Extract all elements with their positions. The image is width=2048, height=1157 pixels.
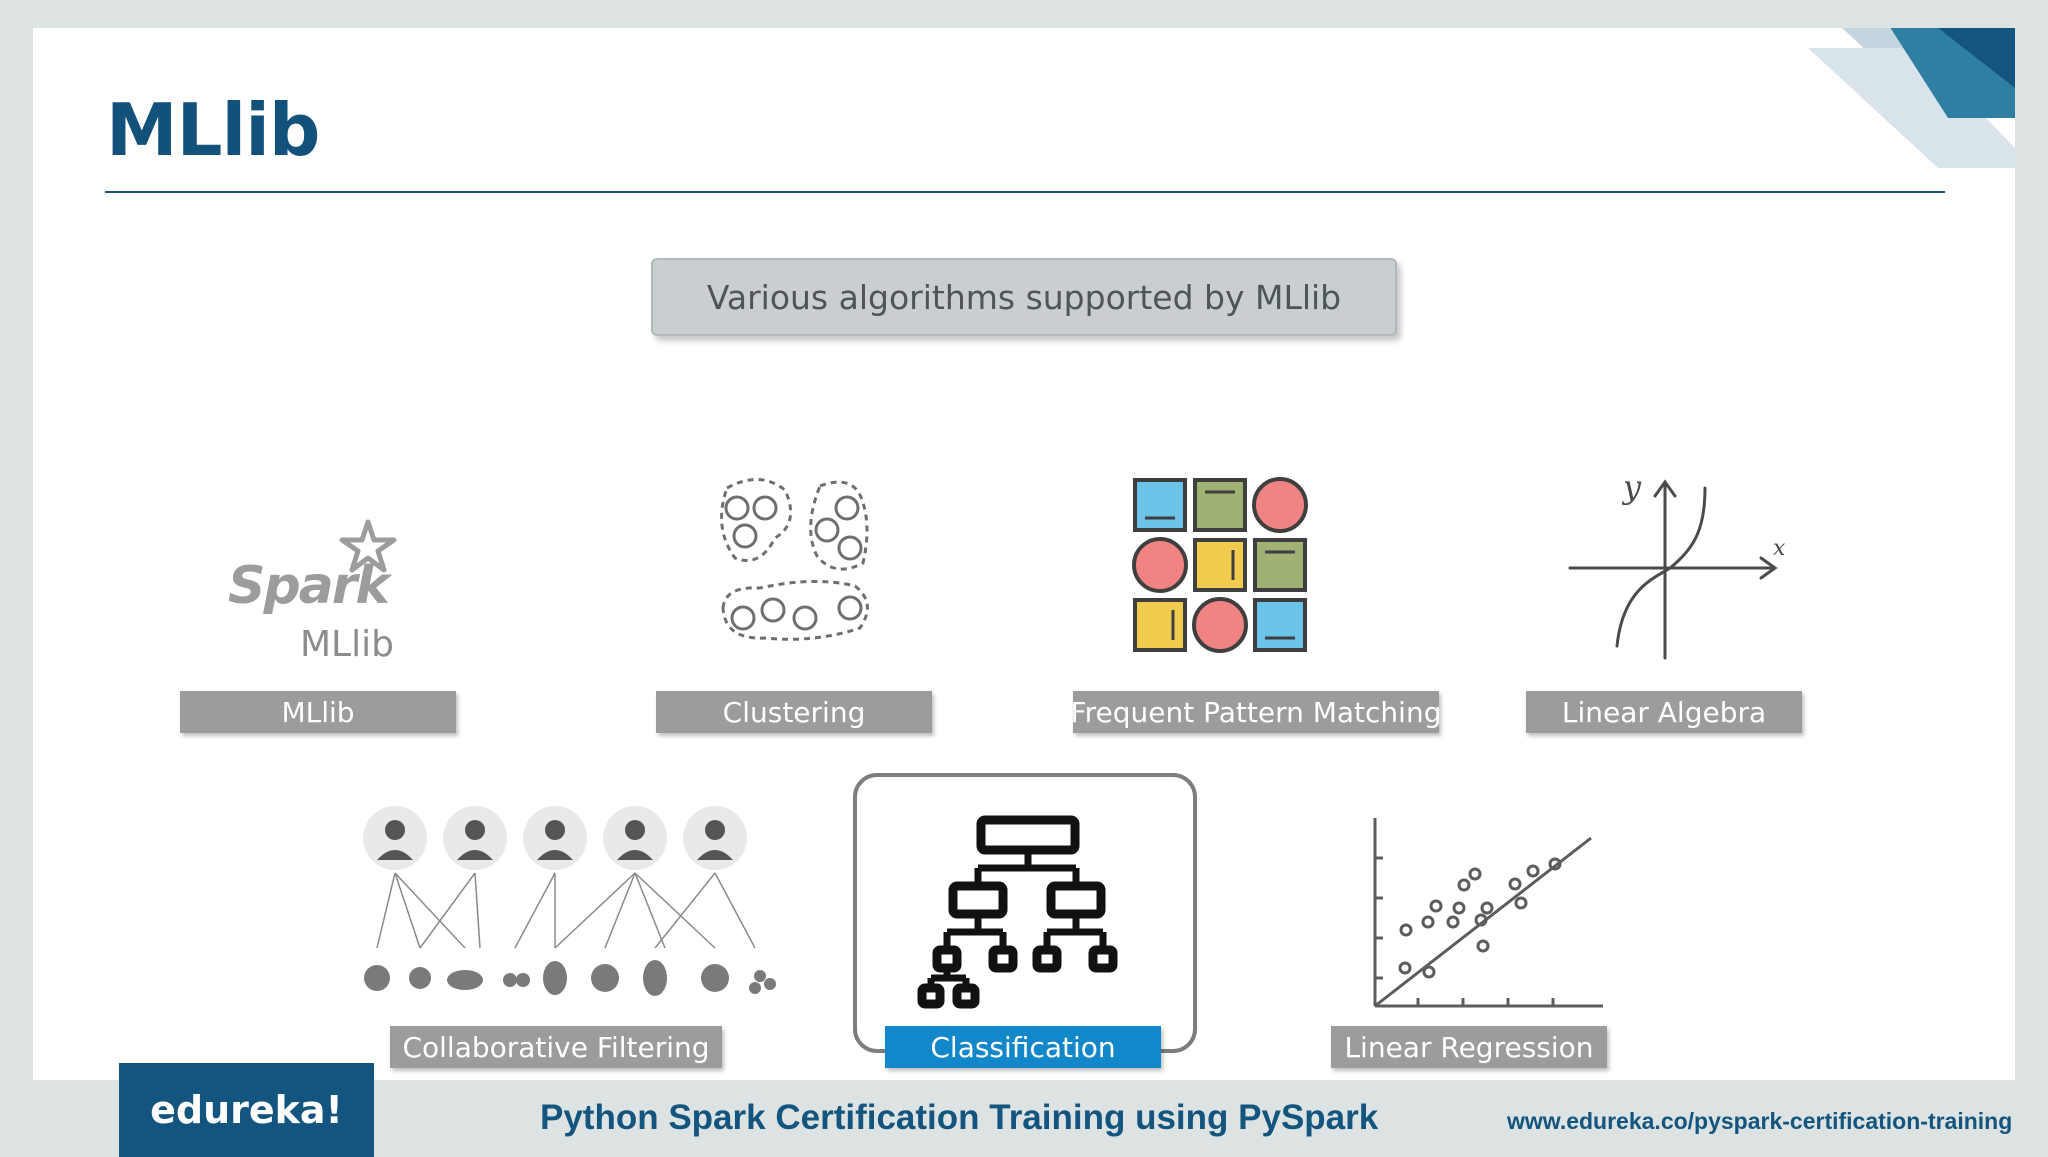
subtitle-box: Various algorithms supported by MLlib — [651, 258, 1397, 336]
label-clustering[interactable]: Clustering — [656, 691, 932, 733]
slide: MLlib Various algorithms supported by ML… — [33, 28, 2015, 1080]
regression-scatter-icon — [1363, 808, 1613, 1018]
y-axis-mark: y — [1623, 468, 1642, 506]
label-frequent-pattern-matching[interactable]: Frequent Pattern Matching — [1071, 691, 1441, 733]
label-mllib[interactable]: MLlib — [180, 691, 456, 733]
mllib-wordmark: MLlib — [300, 624, 394, 665]
label-classification[interactable]: Classification — [885, 1026, 1161, 1068]
slide-title: MLlib — [106, 88, 320, 172]
people-to-fruits-icon — [355, 798, 795, 1008]
label-linear-regression[interactable]: Linear Regression — [1331, 1026, 1607, 1068]
clustering-icon — [705, 468, 905, 668]
axes-curve-icon: y x — [1555, 468, 1795, 668]
label-linear-algebra[interactable]: Linear Algebra — [1526, 691, 1802, 733]
edureka-logo: edureka! — [119, 1063, 374, 1157]
spark-star-icon — [339, 519, 397, 573]
title-divider — [105, 191, 1945, 193]
spark-mllib-logo: Spark MLlib — [228, 498, 468, 668]
label-collaborative-filtering[interactable]: Collaborative Filtering — [390, 1026, 722, 1068]
hierarchy-tree-icon — [917, 812, 1127, 1012]
x-axis-mark: x — [1773, 536, 1786, 561]
spark-wordmark: Spark — [228, 556, 390, 616]
course-title: Python Spark Certification Training usin… — [540, 1098, 1379, 1137]
course-url[interactable]: www.edureka.co/pyspark-certification-tra… — [1507, 1108, 2013, 1134]
pattern-grid-icon — [1131, 476, 1315, 660]
